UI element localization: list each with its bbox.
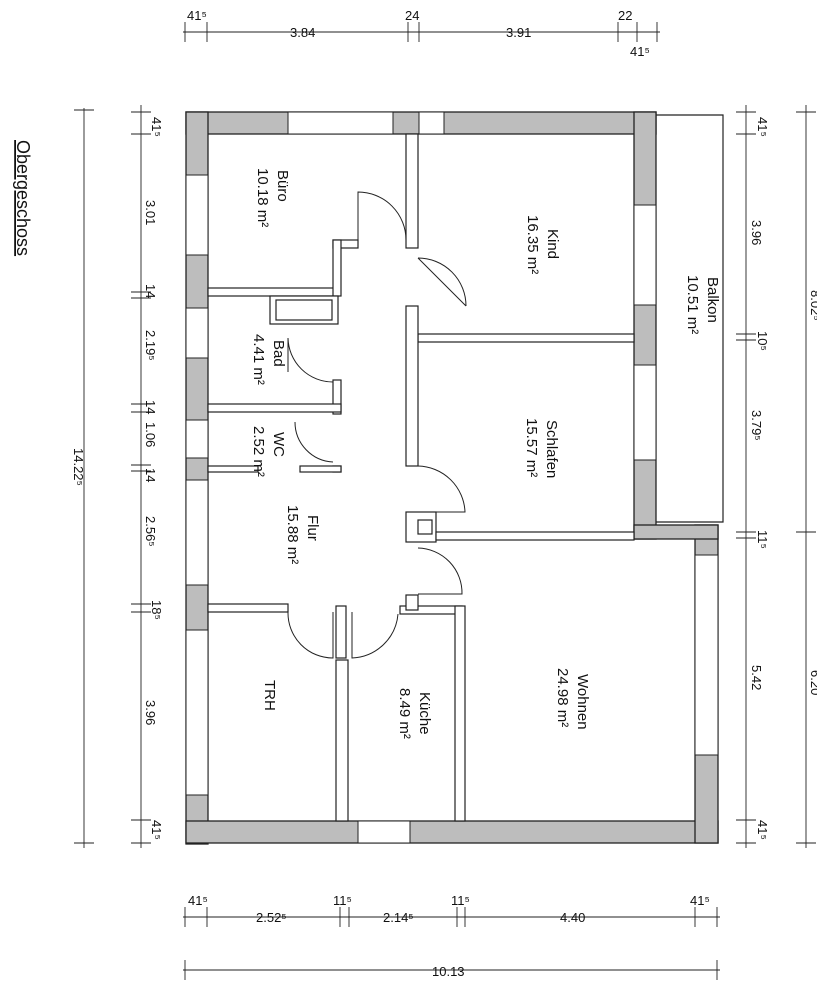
door-buero: [357, 191, 407, 241]
room-bad-area: 4.41 m²: [250, 334, 267, 385]
dim-left-5: 14: [143, 400, 158, 414]
dim-bottom-3: 11⁵: [333, 893, 352, 908]
dim-bottom-1: 41⁵: [188, 893, 208, 908]
room-flur: Flur 15.88 m²: [284, 505, 321, 564]
dim-left-4: 2.19⁵: [143, 330, 158, 361]
window-wc: [185, 419, 209, 459]
dim-bottom-total: 10.13: [432, 964, 465, 979]
dim-left-3: 14: [143, 284, 158, 298]
room-bad: Bad 4.41 m²: [250, 334, 287, 385]
balcony: [656, 114, 724, 523]
room-kind-area: 16.35 m²: [524, 215, 541, 274]
dim-left-10: 3.96: [143, 700, 158, 725]
room-wc-area: 2.52 m²: [250, 426, 267, 477]
room-bad-name: Bad: [270, 340, 287, 367]
room-schlafen: Schlafen 15.57 m²: [523, 418, 560, 478]
room-kind: Kind 16.35 m²: [524, 215, 561, 274]
dim-left-total: 14.22⁵: [71, 448, 86, 486]
window-bad: [185, 307, 209, 359]
room-schlafen-name: Schlafen: [543, 420, 560, 478]
dim-right-3: 10⁵: [755, 331, 770, 351]
room-wc-name: WC: [270, 432, 287, 457]
window-top-flur: [418, 111, 445, 135]
room-kind-name: Kind: [544, 229, 561, 259]
window-kueche: [357, 820, 411, 844]
dim-left-8: 2.56⁵: [143, 516, 158, 547]
bottom-total-dimension: 10.13: [183, 960, 720, 980]
dim-left-1: 41⁵: [149, 117, 164, 137]
window-kind: [633, 204, 657, 306]
right-outer-dimension: 8.02⁵ 6.20: [796, 105, 817, 848]
dim-left-11: 41⁵: [149, 820, 164, 840]
window-flur-left: [185, 479, 209, 586]
left-dimension-chain: 41⁵ 3.01 14 2.19⁵ 14 1.06 14 2.56⁵ 18⁵ 3…: [131, 105, 164, 848]
room-balkon: Balkon 10.51 m²: [684, 275, 721, 334]
room-flur-name: Flur: [304, 515, 321, 541]
dim-top-2: 3.84: [290, 25, 315, 40]
dim-left-2: 3.01: [143, 200, 158, 225]
door-kueche: [351, 612, 399, 659]
window-wohnen: [694, 554, 719, 756]
room-balkon-area: 10.51 m²: [684, 275, 701, 334]
room-kueche-area: 8.49 m²: [396, 688, 413, 739]
dim-left-6: 1.06: [143, 422, 158, 447]
door-bad: [287, 337, 334, 383]
room-labels: Büro 10.18 m² Kind 16.35 m² Balkon 10.51…: [250, 168, 721, 739]
dim-right-2: 3.96: [749, 220, 764, 245]
room-wohnen-name: Wohnen: [574, 674, 591, 730]
dim-top-1: 41⁵: [187, 8, 207, 23]
room-buero-area: 10.18 m²: [254, 168, 271, 227]
room-buero: Büro 10.18 m²: [254, 168, 291, 227]
right-dimension-chain: 41⁵ 3.96 10⁵ 3.79⁵ 11⁵ 5.42 41⁵: [736, 105, 770, 848]
dim-left-9: 18⁵: [149, 600, 164, 620]
bottom-dimension-chain: 41⁵ 2.52⁵ 11⁵ 2.14⁵ 11⁵ 4.40 41⁵: [183, 893, 720, 927]
dim-right-1: 41⁵: [755, 117, 770, 137]
dim-bottom-5: 11⁵: [451, 893, 470, 908]
dim-right-7: 41⁵: [755, 820, 770, 840]
room-wohnen-area: 24.98 m²: [554, 668, 571, 727]
dim-top-6: 41⁵: [630, 44, 650, 59]
door-trh: [287, 611, 334, 659]
room-kueche-name: Küche: [416, 692, 433, 735]
dim-right-4: 3.79⁵: [749, 410, 764, 441]
window-top-buero: [287, 111, 394, 135]
window-schlafen: [633, 364, 657, 461]
left-total-dimension: 14.22⁵: [71, 108, 94, 848]
room-buero-name: Büro: [274, 170, 291, 202]
room-schlafen-area: 15.57 m²: [523, 418, 540, 477]
window-trh: [185, 629, 209, 796]
windows: [185, 111, 719, 844]
dim-bottom-7: 41⁵: [690, 893, 710, 908]
room-balkon-name: Balkon: [704, 277, 721, 323]
door-kind: [417, 257, 467, 307]
dim-top-4: 3.91: [506, 25, 531, 40]
doors: [287, 191, 467, 659]
top-dimension-chain: 41⁵ 3.84 24 3.91 22 41⁵: [183, 8, 660, 59]
door-wohnen: [417, 547, 463, 595]
room-flur-area: 15.88 m²: [284, 505, 301, 564]
room-wc: WC 2.52 m²: [250, 426, 287, 477]
dim-right-outer-2: 6.20: [808, 670, 817, 695]
dim-right-outer-1: 8.02⁵: [808, 290, 817, 321]
room-kueche: Küche 8.49 m²: [396, 688, 433, 739]
dim-top-3: 24: [405, 8, 419, 23]
dim-right-5: 11⁵: [755, 530, 770, 549]
dim-bottom-6: 4.40: [560, 910, 585, 925]
dim-bottom-4: 2.14⁵: [383, 910, 414, 925]
door-wc: [294, 421, 334, 463]
dim-right-6: 5.42: [749, 665, 764, 690]
dim-left-7: 14: [143, 468, 158, 482]
page-title: Obergeschoss: [13, 140, 33, 256]
dim-bottom-2: 2.52⁵: [256, 910, 287, 925]
window-buero-left: [185, 174, 209, 256]
door-schlafen: [417, 465, 466, 513]
dim-top-5: 22: [618, 8, 632, 23]
interior-walls: [207, 133, 635, 822]
room-trh: TRH: [261, 680, 278, 711]
room-trh-name: TRH: [261, 680, 278, 711]
room-wohnen: Wohnen 24.98 m²: [554, 668, 591, 730]
